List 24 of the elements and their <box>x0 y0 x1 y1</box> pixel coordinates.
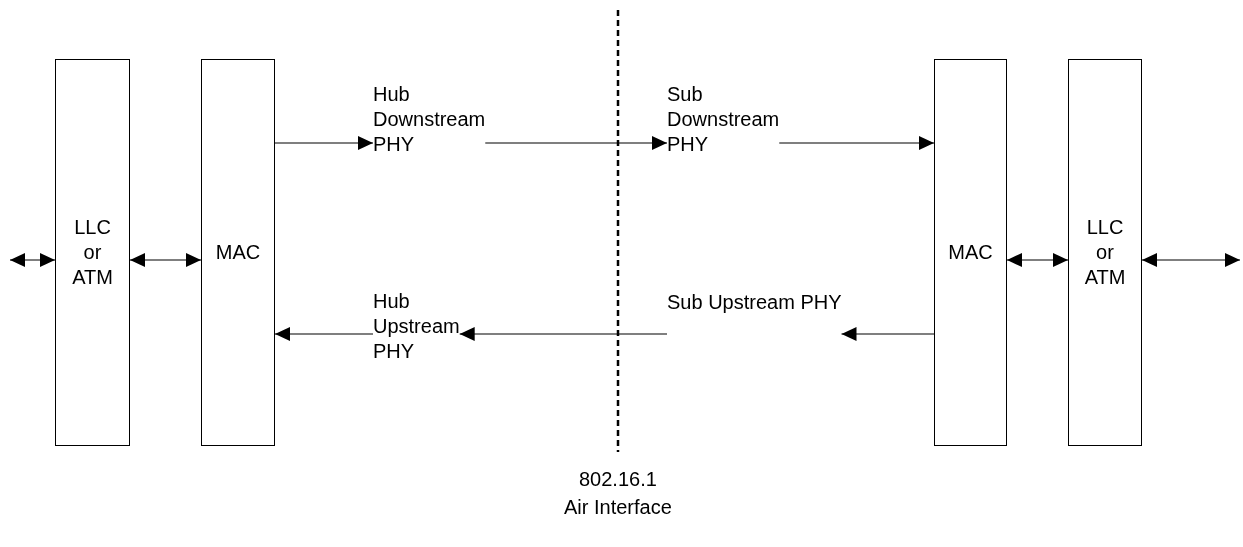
interface-label: 802.16.1 <box>579 467 657 492</box>
interface-label: Air Interface <box>564 495 672 520</box>
layer-box <box>201 59 275 446</box>
arrow <box>484 136 668 150</box>
arrow <box>274 327 374 341</box>
arrow <box>129 253 202 267</box>
arrow <box>840 327 935 341</box>
layer-box <box>934 59 1007 446</box>
phy-label: Sub Upstream PHY <box>667 290 842 315</box>
arrow <box>9 253 56 267</box>
phy-label: Sub Downstream PHY <box>667 82 780 157</box>
arrow <box>459 327 668 341</box>
arrow <box>1006 253 1069 267</box>
arrow <box>1141 253 1241 267</box>
layer-label: LLC or ATM <box>72 215 113 290</box>
layer-box <box>1068 59 1142 446</box>
phy-label: Hub Downstream PHY <box>373 82 486 157</box>
phy-label: Hub Upstream PHY <box>373 289 460 364</box>
arrow <box>778 136 935 150</box>
layer-box <box>55 59 130 446</box>
layer-label: LLC or ATM <box>1084 215 1126 290</box>
arrow <box>274 136 374 150</box>
layer-label: MAC <box>215 240 261 265</box>
layer-label: MAC <box>948 240 993 265</box>
